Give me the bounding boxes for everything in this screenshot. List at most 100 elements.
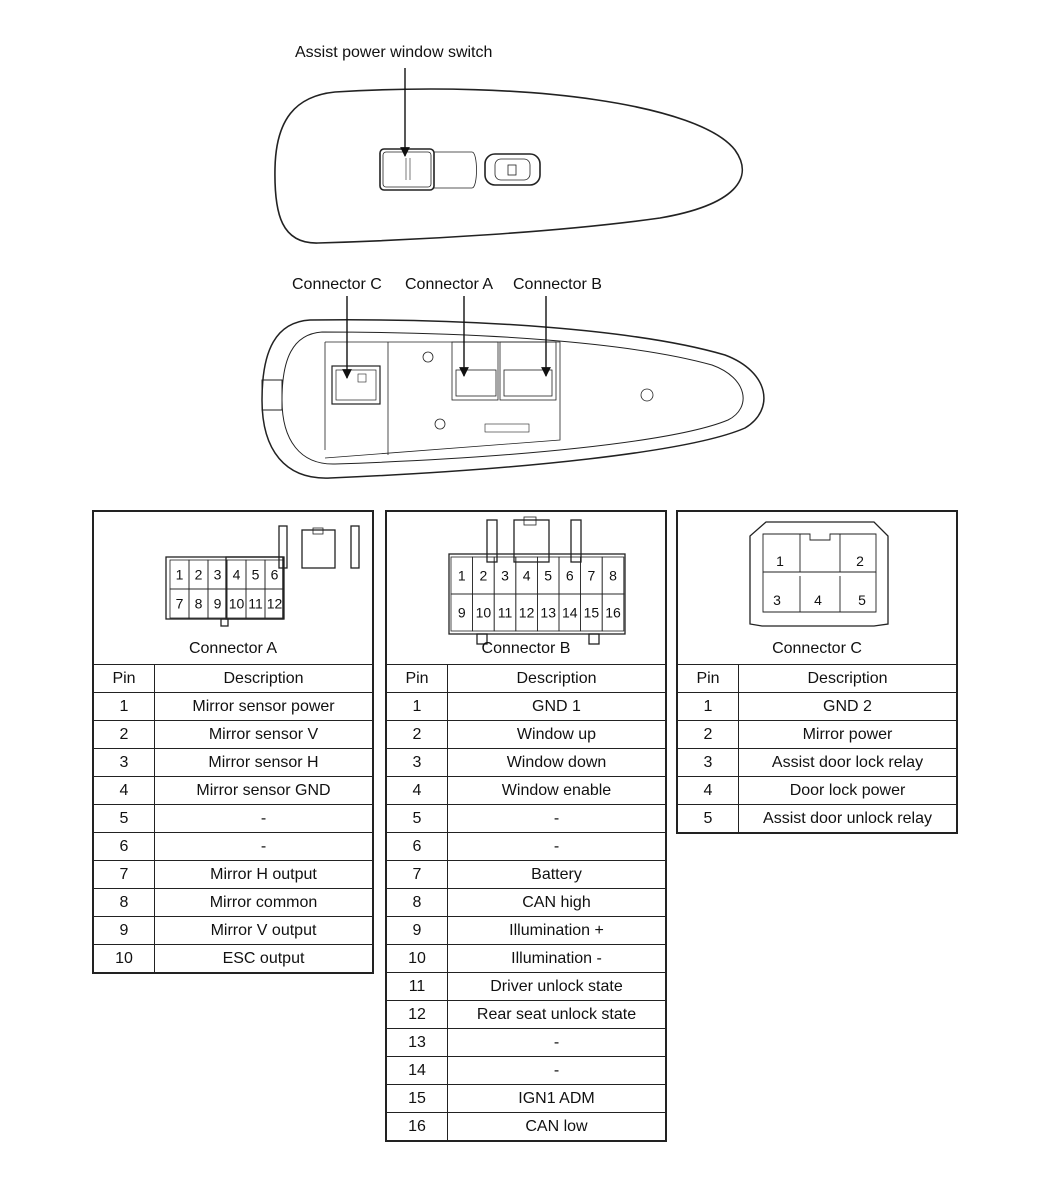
pin-description-cell: Mirror power [738, 720, 956, 749]
pin-description-cell: Mirror common [154, 888, 372, 917]
pin-label: 6 [271, 567, 279, 583]
table-header-row: Pin Description [94, 665, 372, 693]
pin-number-cell: 16 [387, 1112, 448, 1140]
table-header-row: Pin Description [387, 665, 665, 693]
pin-label: 13 [540, 605, 556, 621]
pin-number-cell: 1 [387, 692, 448, 721]
pin-description-cell: - [447, 1028, 665, 1057]
pin-label: 11 [498, 605, 513, 621]
pin-label: 4 [233, 567, 241, 583]
table-row: 14- [387, 1056, 665, 1085]
switch-illustrations [261, 68, 765, 479]
pin-description-cell: IGN1 ADM [447, 1084, 665, 1113]
table-row: 13- [387, 1028, 665, 1057]
connector-a-label: Connector A [405, 276, 494, 293]
pin-label: 14 [562, 605, 578, 621]
pin-number-cell: 14 [387, 1056, 448, 1085]
pin-number-cell: 2 [94, 720, 155, 749]
connector-c-title: Connector C [772, 640, 862, 657]
pin-label: 5 [544, 568, 552, 584]
table-row: 6- [387, 832, 665, 861]
pin-number-cell: 7 [387, 860, 448, 889]
pin-description-cell: Mirror sensor V [154, 720, 372, 749]
pin-number-cell: 2 [387, 720, 448, 749]
pin-label: 3 [501, 568, 509, 584]
pin-label: 6 [566, 568, 574, 584]
pin-number-cell: 10 [94, 944, 155, 972]
description-header: Description [447, 665, 665, 693]
pin-number-cell: 4 [387, 776, 448, 805]
pin-number-cell: 2 [678, 720, 739, 749]
pin-number-cell: 4 [94, 776, 155, 805]
pin-number-cell: 3 [678, 748, 739, 777]
pin-label: 11 [248, 596, 263, 612]
pin-number-cell: 4 [678, 776, 739, 805]
pin-description-cell: Mirror sensor GND [154, 776, 372, 805]
pin-description-cell: ESC output [154, 944, 372, 972]
switch-panel-top-view [274, 88, 744, 244]
pin-header: Pin [678, 665, 739, 693]
pin-label: 12 [267, 596, 283, 612]
pin-number-cell: 12 [387, 1000, 448, 1029]
pin-description-cell: Assist door lock relay [738, 748, 956, 777]
pin-label: 9 [214, 596, 222, 612]
pin-number-cell: 1 [94, 692, 155, 721]
pin-number-cell: 10 [387, 944, 448, 973]
pin-number-cell: 3 [387, 748, 448, 777]
pin-number-cell: 13 [387, 1028, 448, 1057]
pin-description-cell: Rear seat unlock state [447, 1000, 665, 1029]
pin-label: 5 [252, 567, 260, 583]
pin-label: 12 [519, 605, 535, 621]
pin-label: 7 [176, 596, 184, 612]
pin-label: 1 [176, 567, 184, 583]
connector-b-title: Connector B [481, 640, 571, 657]
pin-number-cell: 5 [94, 804, 155, 833]
pin-header: Pin [387, 665, 448, 693]
pin-label: 8 [195, 596, 203, 612]
pin-description-cell: CAN high [447, 888, 665, 917]
pin-description-cell: Illumination + [447, 916, 665, 945]
pin-description-cell: Assist door unlock relay [738, 804, 956, 832]
pin-label: 2 [480, 568, 488, 584]
pin-description-cell: - [447, 804, 665, 833]
pin-description-cell: Mirror H output [154, 860, 372, 889]
description-header: Description [154, 665, 372, 693]
pin-description-cell: Driver unlock state [447, 972, 665, 1001]
pin-number-cell: 9 [94, 916, 155, 945]
table-row: 6- [94, 832, 372, 861]
pin-number-cell: 6 [94, 832, 155, 861]
pin-label: 7 [588, 568, 596, 584]
pin-number-cell: 15 [387, 1084, 448, 1113]
assist-switch-label: Assist power window switch [295, 44, 493, 61]
pin-description-cell: - [154, 804, 372, 833]
pin-number-cell: 5 [387, 804, 448, 833]
pin-description-cell: CAN low [447, 1112, 665, 1140]
pin-description-cell: - [447, 832, 665, 861]
pin-description-cell: GND 1 [447, 692, 665, 721]
switch-panel-bottom-view [261, 319, 765, 479]
pin-description-cell: GND 2 [738, 692, 956, 721]
pin-description-cell: Mirror sensor power [154, 692, 372, 721]
pin-label: 4 [814, 592, 822, 608]
